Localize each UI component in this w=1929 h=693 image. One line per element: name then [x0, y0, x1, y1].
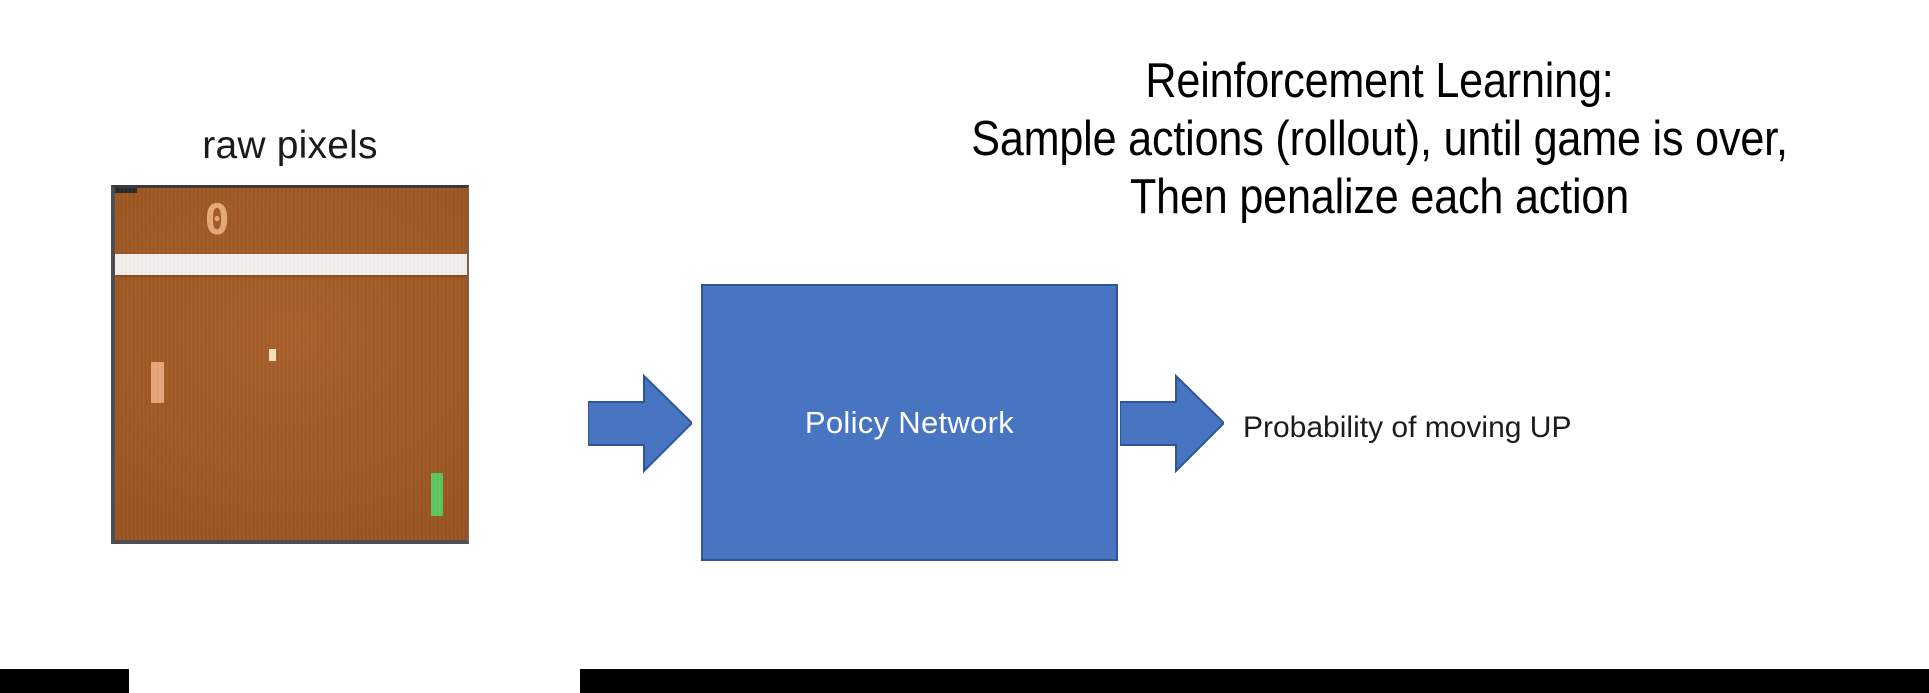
pong-divider-bar [115, 254, 467, 275]
pong-screen-background [115, 188, 467, 540]
pong-score-left: 0 [204, 195, 230, 244]
pong-ball [269, 349, 276, 361]
headline-line-2: Sample actions (rollout), until game is … [971, 112, 1788, 166]
raw-pixels-caption: raw pixels [202, 124, 378, 167]
headline-block: Reinforcement Learning: Sample actions (… [830, 52, 1929, 226]
right-arrow-icon [1120, 373, 1224, 474]
right-arrow-icon [588, 373, 692, 474]
headline-line-3: Then penalize each action [1129, 170, 1630, 224]
pong-paddle-left [151, 362, 164, 403]
output-probability-label: Probability of moving UP [1243, 411, 1572, 444]
policy-network-box: Policy Network [701, 284, 1118, 561]
bottom-black-bar-right [580, 669, 1929, 693]
bottom-black-bar-left [0, 669, 129, 693]
pong-score-right: 0 [463, 194, 467, 246]
policy-network-label: Policy Network [804, 404, 1015, 440]
screen-corner-artifact [115, 188, 137, 193]
headline-line-1: Reinforcement Learning: [1145, 54, 1614, 108]
pong-game-panel: 0 0 [111, 185, 469, 544]
pong-paddle-right [431, 473, 443, 516]
